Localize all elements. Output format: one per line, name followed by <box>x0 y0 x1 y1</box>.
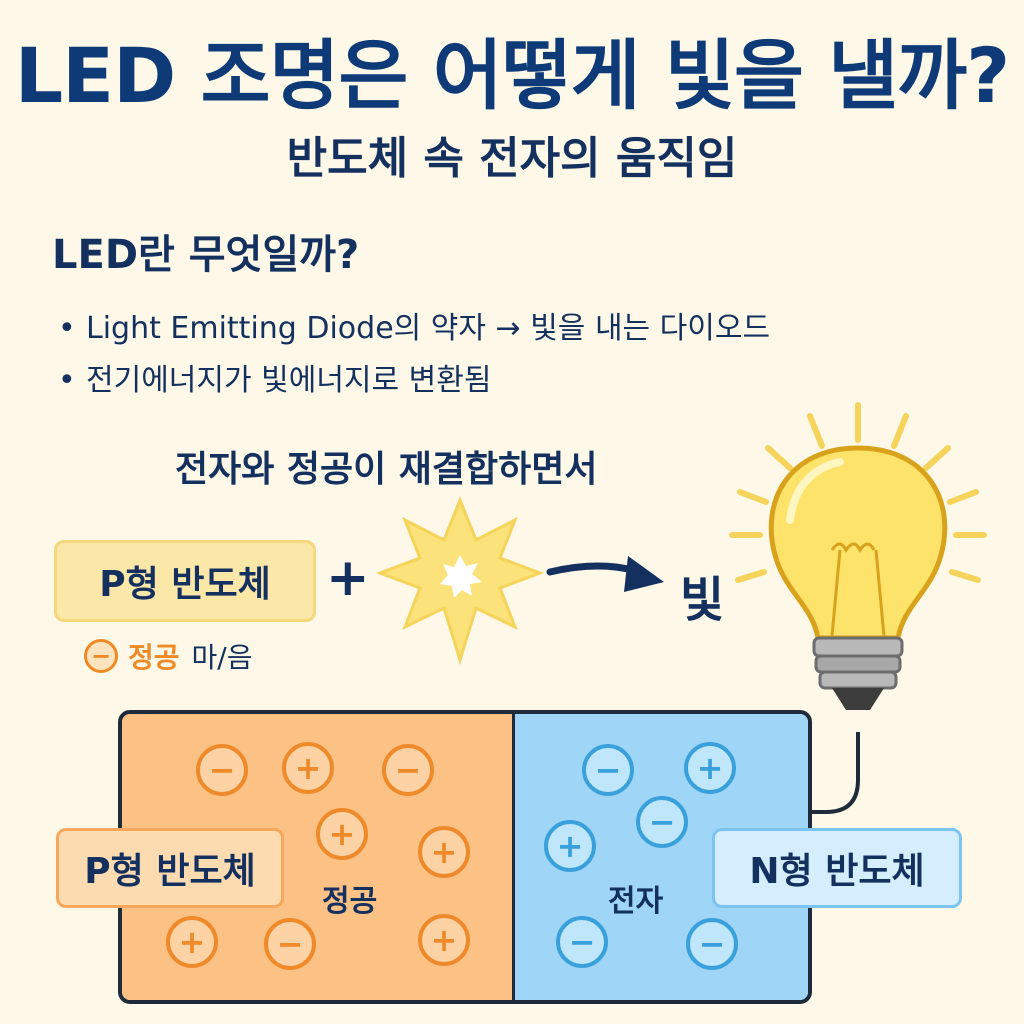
hole-legend-term: 정공 <box>128 641 180 674</box>
hole-legend-extra: 마/음 <box>191 641 253 674</box>
electron-charge-icon: + <box>544 820 596 872</box>
hole-charge-icon: + <box>166 916 218 968</box>
electron-charge-icon: − <box>686 918 738 970</box>
hole-region-label: 정공 <box>322 884 378 919</box>
plus-sign: + <box>326 548 370 608</box>
hole-legend-icon: − <box>84 639 118 673</box>
light-bulb-icon <box>729 402 987 710</box>
p-type-label-top: P형 반도체 <box>54 540 316 622</box>
p-type-label: P형 반도체 <box>56 828 284 908</box>
bullet-text: 전기에너지가 빛에너지로 변환됨 <box>86 363 492 398</box>
hole-charge-icon: + <box>418 914 470 966</box>
bullet-marker: • <box>58 363 76 398</box>
hole-charge-icon: + <box>282 742 334 794</box>
arrow-right-icon <box>546 556 664 592</box>
reaction-caption: 전자와 정공이 재결합하면서 <box>175 449 598 490</box>
bullet-item: • 전기에너지가 빛에너지로 변환됨 <box>58 355 491 399</box>
hole-charge-icon: − <box>196 744 248 796</box>
bullet-text: Light Emitting Diode의 약자 → 빛을 내는 다이오드 <box>86 311 771 346</box>
hole-charge-icon: + <box>316 808 368 860</box>
page-subtitle: 반도체 속 전자의 움직임 <box>286 133 738 184</box>
page-title: LED 조명은 어떻게 빛을 낼까? <box>14 31 1011 120</box>
light-burst-icon <box>375 495 545 666</box>
electron-charge-icon: − <box>582 744 634 796</box>
electron-charge-icon: − <box>636 796 688 848</box>
bullet-marker: • <box>58 311 76 346</box>
light-label: 빛 <box>680 572 725 628</box>
electron-charge-icon: − <box>556 916 608 968</box>
bullet-item: • Light Emitting Diode의 약자 → 빛을 내는 다이오드 <box>58 303 770 347</box>
electron-charge-icon: + <box>684 742 736 794</box>
hole-charge-icon: − <box>264 918 316 970</box>
hole-legend: − 정공 마/음 <box>84 636 253 676</box>
section-heading: LED란 무엇일까? <box>52 232 360 278</box>
hole-charge-icon: + <box>418 826 470 878</box>
n-type-label: N형 반도체 <box>712 828 962 908</box>
hole-charge-icon: − <box>382 744 434 796</box>
electron-region-label: 전자 <box>608 884 664 919</box>
